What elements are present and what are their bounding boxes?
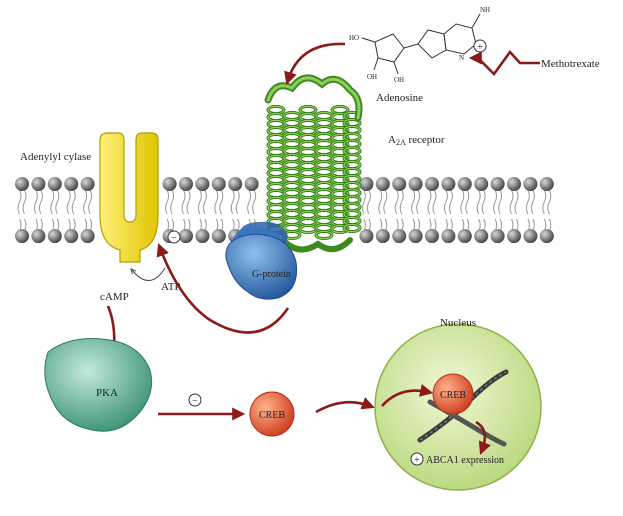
adenosine-to-receptor-arrow (284, 42, 346, 85)
molecule-oh-label-1: OH (367, 73, 377, 81)
lipid-head (162, 177, 177, 191)
lipid-head (408, 229, 423, 243)
adenylyl-cyclase-label: Adenylyl cylase (20, 151, 91, 163)
creb-to-nucleus-arrow (315, 397, 375, 414)
lipid-head (474, 177, 489, 191)
lipid-head (523, 229, 538, 243)
lipid-head (31, 229, 46, 243)
plus-sign-badge-abca1: + (410, 452, 424, 466)
receptor-helix (342, 110, 362, 234)
lipid-head (80, 229, 95, 243)
lipid-head (408, 177, 423, 191)
lipid-head (474, 229, 489, 243)
adenosine-label: Adenosine (376, 92, 423, 104)
adenosine-molecule-structure (361, 13, 481, 75)
atp-to-camp-arrow (132, 267, 166, 281)
molecule-n-label: N (459, 54, 464, 62)
receptor-helix-bundle (266, 104, 362, 242)
lipid-head (64, 177, 79, 191)
lipid-head (392, 177, 407, 191)
adenylyl-cyclase-protein (99, 132, 159, 263)
lipid-head (211, 177, 226, 191)
g-protein-to-adenylyl-cyclase-arrow (156, 243, 290, 334)
lipid-head (457, 177, 472, 191)
lipid-head (244, 177, 259, 191)
lipid-head (507, 229, 521, 243)
lipid-head (47, 229, 62, 243)
lipid-head (15, 229, 29, 243)
pka-label: PKA (96, 387, 118, 399)
svg-text:−: − (171, 233, 177, 244)
lipid-head (457, 229, 472, 243)
lipid-head (375, 177, 390, 191)
creb-to-abca1-arrow (475, 420, 491, 455)
svg-text:−: − (192, 396, 198, 407)
lipid-head (539, 177, 554, 191)
a2a-receptor-label: A2A receptor (388, 134, 445, 147)
minus-sign-badge-gprotein: − (167, 230, 181, 244)
lipid-head (507, 177, 521, 191)
abca1-expression-label: ABCA1 expression (426, 455, 504, 466)
lipid-head (211, 229, 226, 243)
lipid-head (441, 229, 456, 243)
lipid-head (228, 177, 243, 191)
lipid-head (425, 177, 439, 191)
pka-enzyme (44, 338, 153, 432)
creb-entry-arrow (381, 384, 434, 407)
lipid-heads-top (15, 177, 554, 191)
lipid-head (47, 177, 62, 191)
svg-text:+: + (414, 455, 420, 466)
creb-nucleus-label: CREB (440, 390, 466, 401)
creb-protein-nucleus (432, 373, 474, 415)
atp-label: ATP (161, 281, 181, 293)
lipid-head (539, 229, 554, 243)
molecule-ho-label: HO (349, 34, 359, 42)
g-protein-label: G-protein (252, 269, 291, 280)
svg-text:+: + (477, 42, 483, 53)
lipid-head (490, 229, 505, 243)
creb-protein (249, 391, 295, 437)
receptor-helix (314, 110, 334, 241)
lipid-head (64, 229, 79, 243)
lipid-head (31, 177, 46, 191)
a2a-receptor-protein (264, 74, 363, 253)
lipid-head (375, 229, 390, 243)
camp-label: cAMP (100, 291, 129, 303)
methotrexate-label: Methotrexate (541, 58, 600, 70)
molecule-oh-label-2: OH (394, 76, 404, 84)
minus-sign-badge-pka: − (188, 393, 202, 407)
lipid-tails-top (17, 189, 552, 215)
lipid-head (179, 177, 193, 191)
lipid-head (523, 177, 538, 191)
lipid-head (392, 229, 407, 243)
receptor-helix (330, 104, 350, 235)
methotrexate-to-adenosine-arrow (468, 49, 540, 76)
lipid-head (195, 229, 210, 243)
plus-sign-badge-methotrexate: + (473, 39, 487, 53)
lipid-head (179, 229, 193, 243)
molecule-nh2-label: NH (480, 6, 490, 14)
lipid-head (441, 177, 456, 191)
lipid-head (425, 229, 439, 243)
lipid-head (15, 177, 29, 191)
g-protein (225, 221, 298, 300)
nucleus-label: Nucleus (440, 317, 476, 329)
receptor-helix (266, 104, 286, 242)
lipid-head (359, 229, 374, 243)
lipid-head (80, 177, 95, 191)
lipid-head (195, 177, 210, 191)
receptor-helix (298, 104, 318, 235)
receptor-helix (282, 110, 302, 241)
lipid-head (490, 177, 505, 191)
lipid-head (359, 177, 374, 191)
creb-label: CREB (259, 410, 285, 421)
